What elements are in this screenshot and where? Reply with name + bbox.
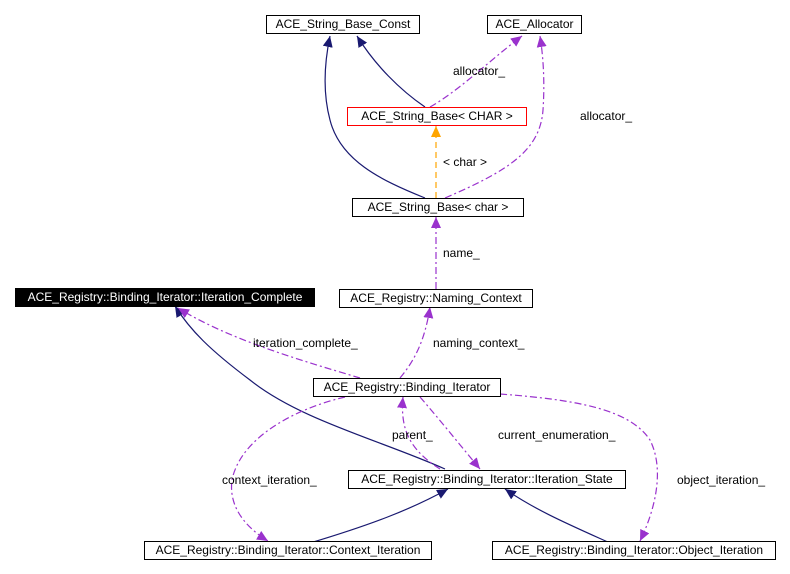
node-string-base-char[interactable]: ACE_String_Base< char > <box>352 198 524 217</box>
edge-inherit-object-to-state <box>504 488 611 544</box>
node-binding-iterator[interactable]: ACE_Registry::Binding_Iterator <box>313 378 501 397</box>
edge-use-naming-context <box>399 306 434 379</box>
node-naming-context[interactable]: ACE_Registry::Naming_Context <box>339 289 533 308</box>
node-allocator[interactable]: ACE_Allocator <box>487 15 582 34</box>
edge-use-parent <box>397 396 441 470</box>
edge-label-allocator-2: allocator_ <box>580 109 633 123</box>
edge-label-allocator-1: allocator_ <box>453 64 506 78</box>
edge-label-context-iteration: context_iteration_ <box>222 473 317 487</box>
edge-label-template-arg: < char > <box>443 155 488 169</box>
edge-inherit-char-to-const <box>322 35 426 199</box>
edge-label-parent: parent_ <box>392 428 433 442</box>
edge-use-context-iteration <box>230 396 346 542</box>
edge-use-template-allocator <box>429 35 523 108</box>
edge-inherit-context-to-state <box>309 488 449 544</box>
edge-inherit-template-to-const <box>356 35 426 108</box>
edge-label-name: name_ <box>443 246 480 260</box>
edge-use-object-iteration <box>499 393 659 542</box>
edge-inherit-state-to-complete <box>174 305 446 470</box>
node-object-iteration[interactable]: ACE_Registry::Binding_Iterator::Object_I… <box>492 541 776 560</box>
node-iteration-complete[interactable]: ACE_Registry::Binding_Iterator::Iteratio… <box>15 288 315 307</box>
edge-label-iteration-complete: iteration_complete_ <box>253 336 358 350</box>
node-string-base-const[interactable]: ACE_String_Base_Const <box>266 15 420 34</box>
node-context-iteration[interactable]: ACE_Registry::Binding_Iterator::Context_… <box>144 541 432 560</box>
edge-label-current-enumeration: current_enumeration_ <box>498 428 616 442</box>
edge-use-char-allocator <box>444 35 547 199</box>
edge-label-object-iteration: object_iteration_ <box>677 473 766 487</box>
node-string-base-template: ACE_String_Base< CHAR > <box>347 107 527 126</box>
edge-label-naming-context: naming_context_ <box>433 336 525 350</box>
edge-use-current-enumeration <box>419 396 481 470</box>
node-iteration-state[interactable]: ACE_Registry::Binding_Iterator::Iteratio… <box>348 470 626 489</box>
